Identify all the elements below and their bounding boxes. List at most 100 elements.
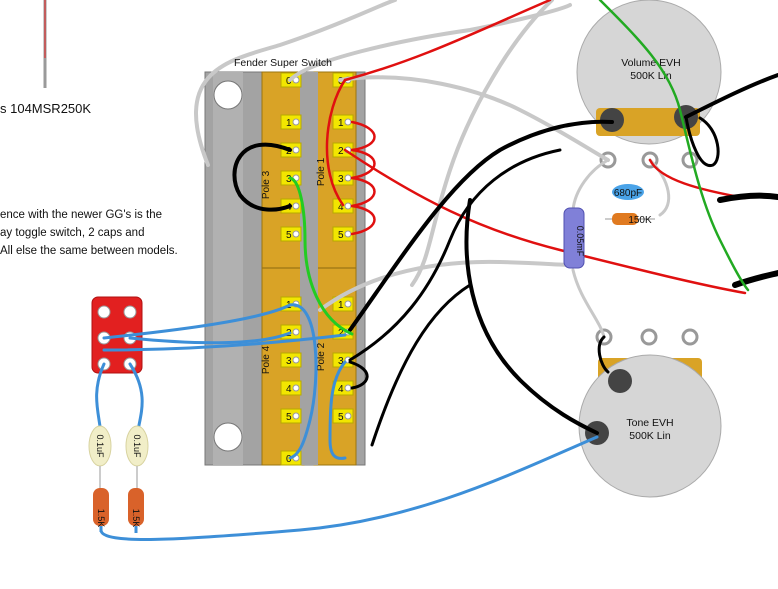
tone-pot: Tone EVH 500K Lin	[578, 328, 722, 498]
tone-pot-name: Tone EVH	[626, 417, 673, 429]
wire-blue-toggle-left	[95, 362, 106, 438]
super-switch	[204, 71, 366, 466]
lug-pole4-5: 5	[280, 408, 302, 424]
cap-680pf: 680pF	[612, 184, 644, 200]
wire-red-long	[343, 148, 747, 295]
cap-005mf: 0.05mF	[563, 207, 585, 269]
wire-white-lug0	[288, 3, 572, 82]
wire-blue-toggle-lug2	[128, 331, 292, 345]
cap-01uf-left: 0.1uF	[88, 425, 112, 467]
lug-number: 5	[338, 412, 344, 423]
wire-black-right-lead-2	[732, 270, 778, 288]
resistor-15k-right: 1.5K	[128, 488, 144, 527]
lug-pole2-5: 5	[332, 408, 354, 424]
wire-blue-tone	[99, 435, 599, 541]
lug-number: 2	[338, 146, 344, 157]
cap-005mf-label: 0.05mF	[575, 226, 585, 257]
toggle-lug-2	[123, 305, 137, 319]
lug-pole1-5: 5	[332, 226, 354, 242]
lug-number: 4	[286, 384, 292, 395]
lug-pole3-1: 1	[280, 114, 302, 130]
tone-pot-lug-upper	[608, 369, 632, 393]
wire-black-pole3-loop	[232, 142, 292, 212]
wire-white-cap-left	[571, 158, 610, 212]
wire-white-top-loop	[194, 0, 397, 167]
lug-pole1-4: 4	[332, 198, 354, 214]
pole-label-3: Pole 3	[261, 170, 272, 199]
wire-green	[288, 176, 354, 336]
wire-red-jumper-4	[350, 204, 376, 236]
lug-number: 5	[338, 230, 344, 241]
volume-pot: Volume EVH 500K Lin	[576, 0, 722, 169]
lug-number: 3	[338, 174, 344, 185]
lug-pole4-4: 4	[280, 380, 302, 396]
lug-number: 2	[338, 328, 344, 339]
wire-red-jumper-3	[350, 176, 376, 208]
wire-white-diag	[410, 0, 554, 287]
switch-mount-hole-top	[213, 80, 243, 110]
lug-pole3-5: 5	[280, 226, 302, 242]
wire-black-right-lead-1	[717, 192, 778, 203]
resistor-15k-left-label: 1.5K	[96, 509, 106, 528]
wire-blue-pole2-down	[328, 360, 347, 460]
resistor-150k: 150K	[605, 213, 655, 226]
resistor-15k-right-label: 1.5K	[131, 509, 141, 528]
note-line-3: All else the same between models.	[0, 245, 178, 257]
lug-number: 0	[286, 454, 292, 465]
lug-pole1-1: 1	[332, 114, 354, 130]
lug-pole2-1: 1	[332, 296, 354, 312]
tone-pot-value: 500K Lin	[629, 430, 671, 442]
pickup-part-number: s 104MSR250K	[0, 101, 92, 116]
cap-680pf-label: 680pF	[614, 188, 642, 199]
lug-number: 3	[338, 356, 344, 367]
resistor-150k-label: 150K	[628, 215, 652, 226]
lug-pole4-3: 3	[280, 352, 302, 368]
lug-pole2-3: 3	[332, 352, 354, 368]
lug-number: 4	[338, 202, 344, 213]
wires	[95, 0, 778, 541]
wire-white-cap-right	[648, 158, 671, 217]
cap-01uf-right: 0.1uF	[125, 425, 149, 467]
tone-pot-tab-mid	[640, 328, 658, 346]
wire-red-top	[343, 0, 552, 82]
lug-number: 1	[338, 300, 344, 311]
cap-01uf-right-label: 0.1uF	[132, 434, 142, 458]
cap-01uf-left-label: 0.1uF	[95, 434, 105, 458]
pole-label-1: Pole 1	[316, 157, 327, 186]
wire-blue-toggle-right	[128, 362, 144, 438]
lug-number: 1	[286, 118, 292, 129]
lug-number: 1	[338, 118, 344, 129]
wire-green-volume	[598, 0, 750, 292]
switch-title: Fender Super Switch	[234, 57, 332, 69]
wire-blue-toggle-top	[102, 303, 292, 340]
pole-label-4: Pole 4	[261, 345, 272, 374]
wire-black-tone-lug	[597, 335, 610, 374]
wire-black-arc	[464, 198, 599, 435]
wire-red-jumper-1	[350, 120, 376, 152]
toggle-lug-1	[97, 305, 111, 319]
wire-blue-pole4-down	[288, 303, 318, 460]
pole-label-2: Pole 2	[316, 342, 327, 371]
wire-black-switch-volume	[348, 119, 614, 332]
wire-black-pole2-lug3	[348, 360, 369, 390]
volume-pot-name: Volume EVH	[621, 57, 681, 69]
lug-number: 5	[286, 412, 292, 423]
wire-white-lower	[318, 259, 575, 312]
lug-number: 3	[286, 174, 292, 185]
lug-number: 5	[286, 230, 292, 241]
volume-pot-value: 500K Lin	[630, 70, 672, 82]
wire-black-volume-right	[684, 73, 778, 119]
wire-black-pole2	[348, 148, 562, 362]
wire-white-switch-volume	[338, 75, 610, 162]
resistor-15k-left: 1.5K	[93, 488, 109, 527]
lug-number: 3	[286, 356, 292, 367]
switch-mount-hole-bottom	[213, 422, 243, 452]
lug-pole1-2: 2	[332, 142, 354, 158]
note-line-2: ay toggle switch, 2 caps and	[0, 227, 145, 239]
note-line-1: ence with the newer GG's is the	[0, 209, 162, 221]
tone-pot-tab-right	[681, 328, 699, 346]
toggle-switch	[91, 296, 143, 374]
wire-black-volume-loop	[684, 115, 720, 167]
wire-black-lower-curve	[370, 283, 472, 447]
